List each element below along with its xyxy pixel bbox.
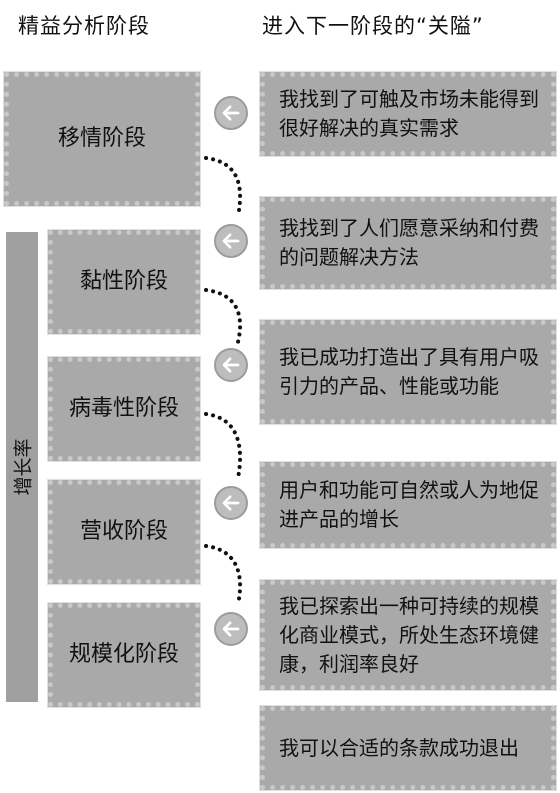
stage-label: 营收阶段 — [79, 518, 168, 544]
gate-box-3: 我已成功打造出了具有用户吸引力的产品、性能或功能 — [259, 319, 557, 425]
stage-empathy: 移情阶段 — [3, 71, 201, 207]
stage-label: 黏性阶段 — [79, 268, 168, 294]
gate-text: 用户和功能可自然或人为地促进产品的增长 — [279, 478, 539, 531]
gate-box-4: 用户和功能可自然或人为地促进产品的增长 — [259, 461, 557, 549]
growth-rate-bar: 增长率 — [6, 232, 38, 702]
gate-text: 我已探索出一种可持续的规模化商业模式，所处生态环境健康，利润率良好 — [279, 593, 539, 676]
stage-revenue: 营收阶段 — [47, 479, 201, 585]
arrow-left-icon — [214, 486, 248, 520]
gate-box-2: 我找到了人们愿意采纳和付费的问题解决方法 — [259, 196, 557, 290]
connector-1 — [204, 156, 243, 218]
stage-scale: 规模化阶段 — [47, 602, 201, 708]
left-column-header: 精益分析阶段 — [18, 14, 150, 38]
arrow-left-icon — [214, 96, 248, 130]
stage-label: 规模化阶段 — [68, 641, 179, 667]
arrow-left-icon — [214, 612, 248, 646]
stage-label: 移情阶段 — [57, 125, 146, 151]
stage-virality: 病毒性阶段 — [47, 356, 201, 462]
arrow-left-icon — [214, 224, 248, 258]
gate-box-6: 我可以合适的条款成功退出 — [259, 705, 557, 791]
stage-label: 病毒性阶段 — [68, 395, 179, 421]
arrow-left-icon — [214, 348, 248, 382]
growth-rate-label: 增长率 — [12, 438, 35, 496]
gate-text: 我找到了人们愿意采纳和付费的问题解决方法 — [279, 216, 539, 269]
gate-box-1: 我找到了可触及市场未能得到很好解决的真实需求 — [259, 71, 557, 157]
connector-4 — [204, 544, 243, 606]
connector-2 — [204, 288, 243, 344]
gate-text: 我已成功打造出了具有用户吸引力的产品、性能或功能 — [279, 345, 539, 398]
gate-text: 我可以合适的条款成功退出 — [279, 735, 519, 760]
right-column-header: 进入下一阶段的“关隘” — [262, 14, 484, 38]
gate-text: 我找到了可触及市场未能得到很好解决的真实需求 — [279, 87, 539, 140]
gate-box-5: 我已探索出一种可持续的规模化商业模式，所处生态环境健康，利润率良好 — [259, 579, 557, 691]
stage-stickiness: 黏性阶段 — [47, 229, 201, 335]
connector-3 — [204, 412, 243, 480]
